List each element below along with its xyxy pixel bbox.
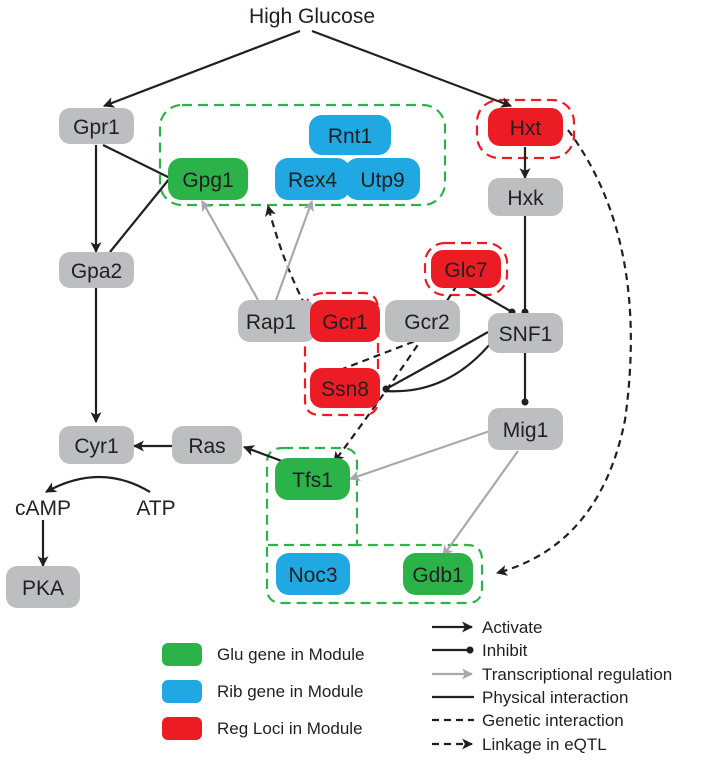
svg-text:Rib gene in Module: Rib gene in Module [217, 682, 363, 701]
edge-snf1-ssn8-inhibit [382, 331, 489, 393]
legend-activate-label: Activate [482, 618, 542, 637]
legend-linkage-label: Linkage in eQTL [482, 735, 607, 754]
node-gpr1: Gpr1 [59, 108, 134, 144]
node-gpa2: Gpa2 [59, 252, 134, 288]
svg-text:Utp9: Utp9 [360, 169, 404, 192]
glc7-reg-outline [423, 241, 509, 297]
edge-glc7-tfs1-linkage [333, 284, 458, 463]
node-ssn8: Ssn8 [310, 368, 380, 408]
node-tfs1: Tfs1 [275, 458, 350, 500]
node-noc3: Noc3 [276, 553, 350, 595]
glu-rib-module-outline [158, 103, 447, 207]
svg-text:Ras: Ras [188, 435, 225, 458]
legend-reg-swatch [162, 717, 202, 740]
legend-modules: Glu gene in Module Rib gene in Module Re… [162, 643, 364, 740]
node-mig1: Mig1 [488, 408, 563, 450]
node-pka: PKA [6, 566, 80, 608]
node-cyr1: Cyr1 [59, 426, 134, 464]
edge-gcr1-rex4-linkage [265, 204, 306, 306]
svg-text:Cyr1: Cyr1 [74, 435, 118, 458]
node-camp: cAMP [15, 497, 71, 520]
svg-text:Rnt1: Rnt1 [328, 125, 372, 148]
edge-glucose-hxt [311, 29, 513, 108]
svg-text:Gdb1: Gdb1 [412, 564, 463, 587]
node-rnt1: Rnt1 [309, 115, 391, 155]
legend-rib-swatch [162, 680, 202, 703]
legend-rib: Rib gene in Module [162, 680, 363, 703]
node-gpg1: Gpg1 [168, 158, 248, 200]
tfs1-noc3-gdb1-module-outline [265, 446, 484, 605]
svg-text:Gcr2: Gcr2 [404, 311, 450, 334]
edge-glc7-snf1 [464, 284, 516, 316]
edge-atp-camp [45, 476, 151, 493]
svg-text:Tfs1: Tfs1 [292, 469, 333, 492]
svg-text:Gpa2: Gpa2 [71, 260, 122, 283]
edge-ssn8-gcr2-genetic [339, 338, 419, 372]
node-snf1: SNF1 [488, 313, 563, 353]
node-glc7: Glc7 [431, 250, 501, 288]
node-rap1: Rap1 [238, 300, 316, 342]
node-ras: Ras [172, 426, 242, 464]
legend-edge-labels: Activate Inhibit Transcriptional regulat… [482, 618, 672, 754]
svg-text:Glc7: Glc7 [444, 259, 487, 282]
edge-hxt-gdb1-linkage [495, 129, 632, 576]
node-hxt: Hxt [488, 108, 563, 146]
node-gdb1: Gdb1 [403, 553, 473, 595]
svg-text:SNF1: SNF1 [499, 323, 553, 346]
legend-edges [432, 621, 474, 750]
legend-glu-swatch [162, 643, 202, 666]
svg-text:Rex4: Rex4 [288, 169, 337, 192]
svg-text:Glu gene in Module: Glu gene in Module [217, 645, 364, 664]
edge-gpg1-gpa2 [109, 177, 171, 253]
nodes: High Glucose Gpr1 Gpa2 Cyr1 Ras PKA cAMP… [6, 5, 563, 608]
node-gcr2: Gcr2 [385, 300, 460, 342]
edge-glucose-gpr1 [102, 29, 301, 108]
legend-physical-label: Physical interaction [482, 688, 628, 707]
edge-mig1-tfs1 [348, 429, 491, 481]
legend-reg: Reg Loci in Module [162, 717, 363, 740]
legend-glu: Glu gene in Module [162, 643, 364, 666]
svg-text:Gcr1: Gcr1 [322, 311, 368, 334]
node-atp: ATP [136, 497, 175, 520]
node-hxk: Hxk [488, 178, 563, 216]
svg-text:Hxk: Hxk [507, 187, 544, 210]
edge-rap1-rex4 [274, 199, 314, 301]
legend-genetic-label: Genetic interaction [482, 711, 624, 730]
svg-text:PKA: PKA [22, 577, 64, 600]
node-rex4: Rex4 [275, 158, 350, 200]
node-utp9: Utp9 [345, 158, 420, 200]
svg-text:Hxt: Hxt [510, 117, 542, 140]
svg-text:Gpr1: Gpr1 [73, 116, 120, 139]
node-gcr1: Gcr1 [310, 300, 380, 342]
title-high-glucose: High Glucose [249, 5, 375, 28]
edge-ssn8-snf1-physical [385, 337, 496, 393]
legend-inhibit-label: Inhibit [482, 641, 528, 660]
svg-text:Gpg1: Gpg1 [182, 169, 233, 192]
svg-text:Ssn8: Ssn8 [321, 378, 369, 401]
svg-text:Mig1: Mig1 [503, 419, 549, 442]
edge-gpr1-gpg1 [102, 144, 171, 179]
svg-text:Rap1: Rap1 [246, 311, 296, 334]
edge-mig1-gdb1 [442, 450, 519, 557]
edge-rap1-gpg1 [201, 200, 259, 301]
svg-text:Noc3: Noc3 [288, 564, 337, 587]
legend-transcriptional-label: Transcriptional regulation [482, 665, 672, 684]
svg-text:Reg Loci in Module: Reg Loci in Module [217, 719, 363, 738]
